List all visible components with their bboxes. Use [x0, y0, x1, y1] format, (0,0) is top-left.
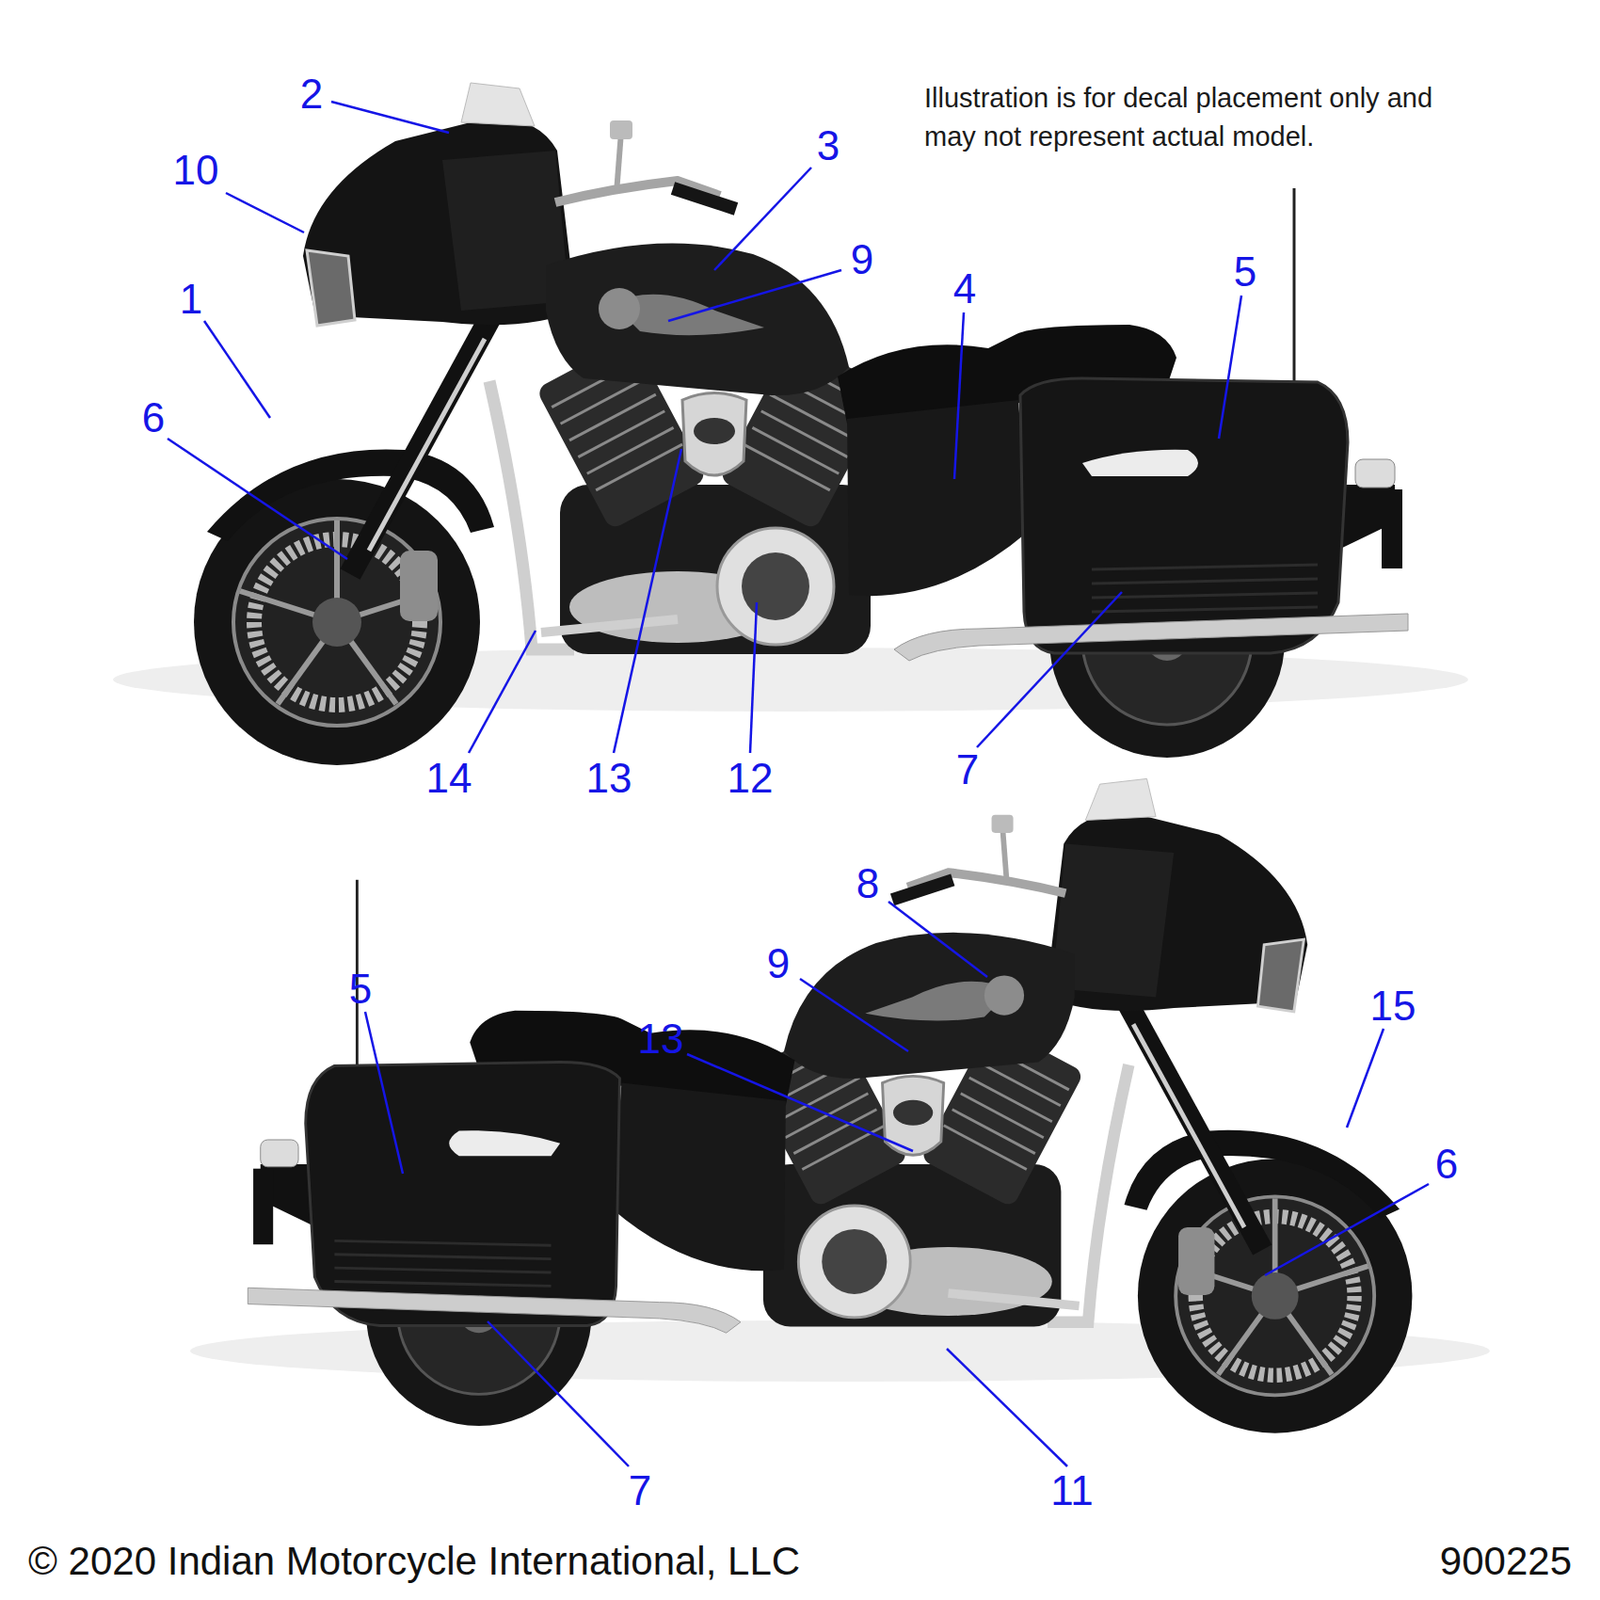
callout-number: 7	[956, 747, 979, 793]
callout-number: 2	[300, 71, 323, 117]
callout-number: 9	[767, 941, 790, 987]
drawing-number: 900225	[1440, 1539, 1572, 1584]
callout-number: 10	[173, 147, 220, 193]
callout-number: 12	[727, 755, 774, 801]
callout-number: 11	[1050, 1468, 1094, 1514]
callout-number: 6	[1435, 1141, 1458, 1187]
callout-number: 9	[850, 237, 874, 283]
callout-number: 7	[628, 1468, 652, 1514]
callout-number: 15	[1370, 983, 1417, 1029]
callout-number: 1	[179, 276, 203, 322]
callout-number: 6	[142, 395, 165, 441]
callout-number: 8	[856, 861, 880, 907]
callout-number: 14	[426, 755, 473, 801]
callout-number: 4	[953, 266, 976, 312]
callout-number: 13	[586, 755, 633, 801]
copyright-notice: © 2020 Indian Motorcycle International, …	[28, 1539, 800, 1584]
callout-number: 3	[816, 123, 840, 169]
callout-number: 5	[349, 966, 372, 1012]
callout-number: 13	[638, 1016, 685, 1062]
illustration-note: Illustration is for decal placement only…	[924, 79, 1489, 157]
callout-number: 5	[1233, 249, 1257, 295]
